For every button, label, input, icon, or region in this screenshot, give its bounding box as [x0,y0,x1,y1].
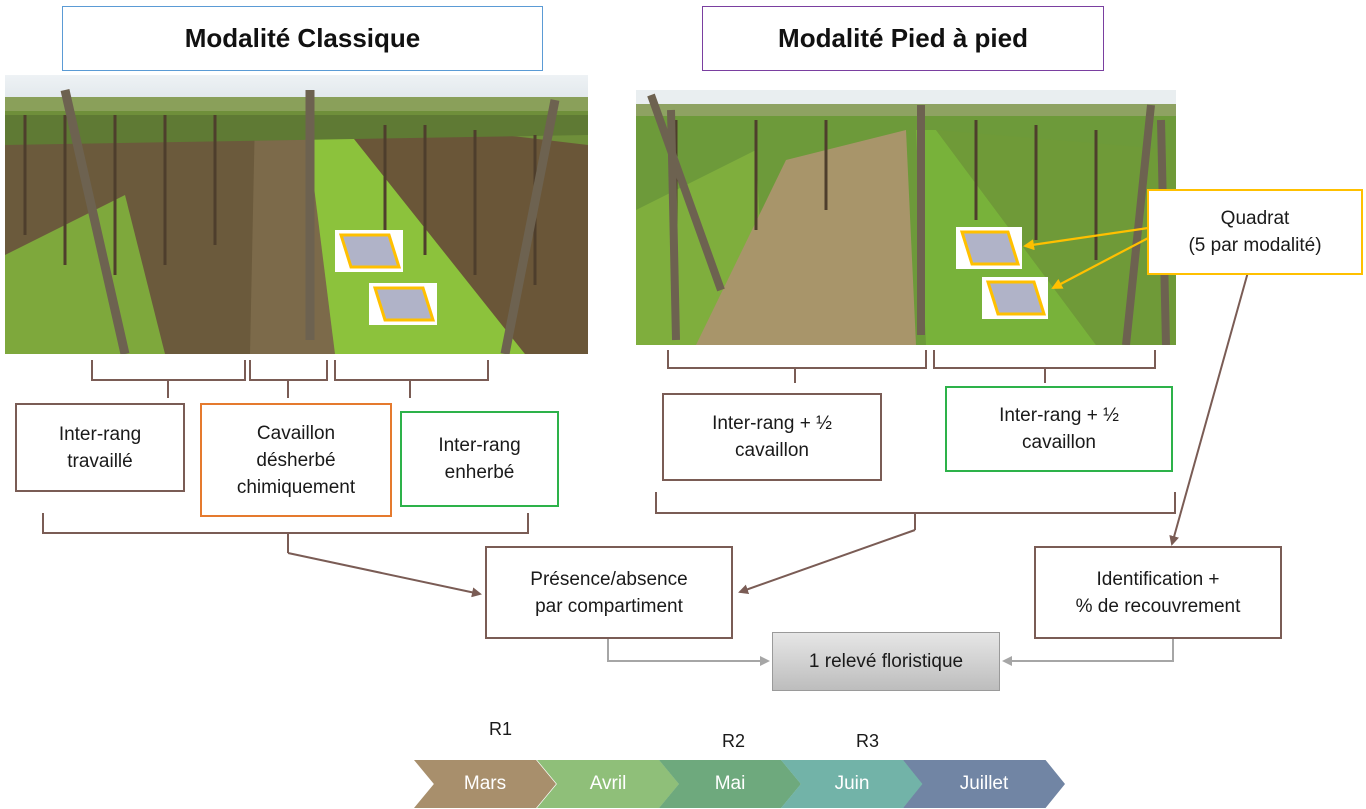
label-pied-right: Inter-rang + ½ cavaillon [999,405,1119,453]
braces [42,350,1176,553]
label-cavaillon: Cavaillon désherbé chimiquement [236,422,356,498]
timeline-month-avril: Avril [537,760,679,808]
box-pied-left: Inter-rang + ½ cavaillon [662,393,882,481]
quadrat-label: Quadrat (5 par modalité) [1188,208,1322,256]
arrow-presence-to-releve [607,637,770,666]
label-inter-rang-travaille: Inter-rang travaillé [58,423,142,472]
photo-vineyard-pied [636,90,1176,345]
box-identification: Identification + % de recouvrement [1034,546,1282,639]
photo-vineyard-classique [5,75,588,354]
box-presence-absence: Présence/absence par compartiment [485,546,733,639]
arrow-pied-to-presence [738,529,916,595]
box-inter-rang-enherbe: Inter-rang enherbé [400,411,559,507]
arrow-classique-to-presence [287,552,482,598]
arrow-quadrat-to-marker-1 [1023,226,1149,251]
label-pied-left: Inter-rang + ½ cavaillon [712,413,832,461]
title-modalite-classique: Modalité Classique [62,6,543,71]
box-inter-rang-travaille: Inter-rang travaillé [15,403,185,492]
title-classique-text: Modalité Classique [184,23,421,53]
label-inter-rang-enherbe: Inter-rang enherbé [438,435,521,483]
title-modalite-pied: Modalité Pied à pied [702,6,1104,71]
box-releve-floristique: 1 relevé floristique [772,632,1000,691]
box-pied-right: Inter-rang + ½ cavaillon [945,386,1173,472]
quadrat-marker-pied [956,227,1048,319]
timeline-month-mars: Mars [414,760,556,808]
arrow-quadrat-to-marker-2 [1051,235,1153,289]
label-releve-floristique: 1 relevé floristique [808,651,964,672]
arrow-identification-to-releve [1002,637,1174,666]
quadrat-marker-classique [335,230,437,325]
releve-marker-r2: R2 [722,731,746,751]
timeline-month-juillet: Juillet [903,760,1065,808]
timeline-month-juin: Juin [781,760,923,808]
releve-marker-r3: R3 [856,731,880,751]
arrow-quadrat-to-identification [1169,271,1249,546]
quadrat-label-box: Quadrat (5 par modalité) [1147,189,1363,275]
title-pied-text: Modalité Pied à pied [778,23,1028,53]
label-presence-absence: Présence/absence par compartiment [530,568,688,617]
releve-marker-r1: R1 [489,719,513,739]
timeline-month-mai: Mai [659,760,801,808]
label-identification: Identification + % de recouvrement [1075,568,1241,617]
box-cavaillon: Cavaillon désherbé chimiquement [200,403,392,517]
